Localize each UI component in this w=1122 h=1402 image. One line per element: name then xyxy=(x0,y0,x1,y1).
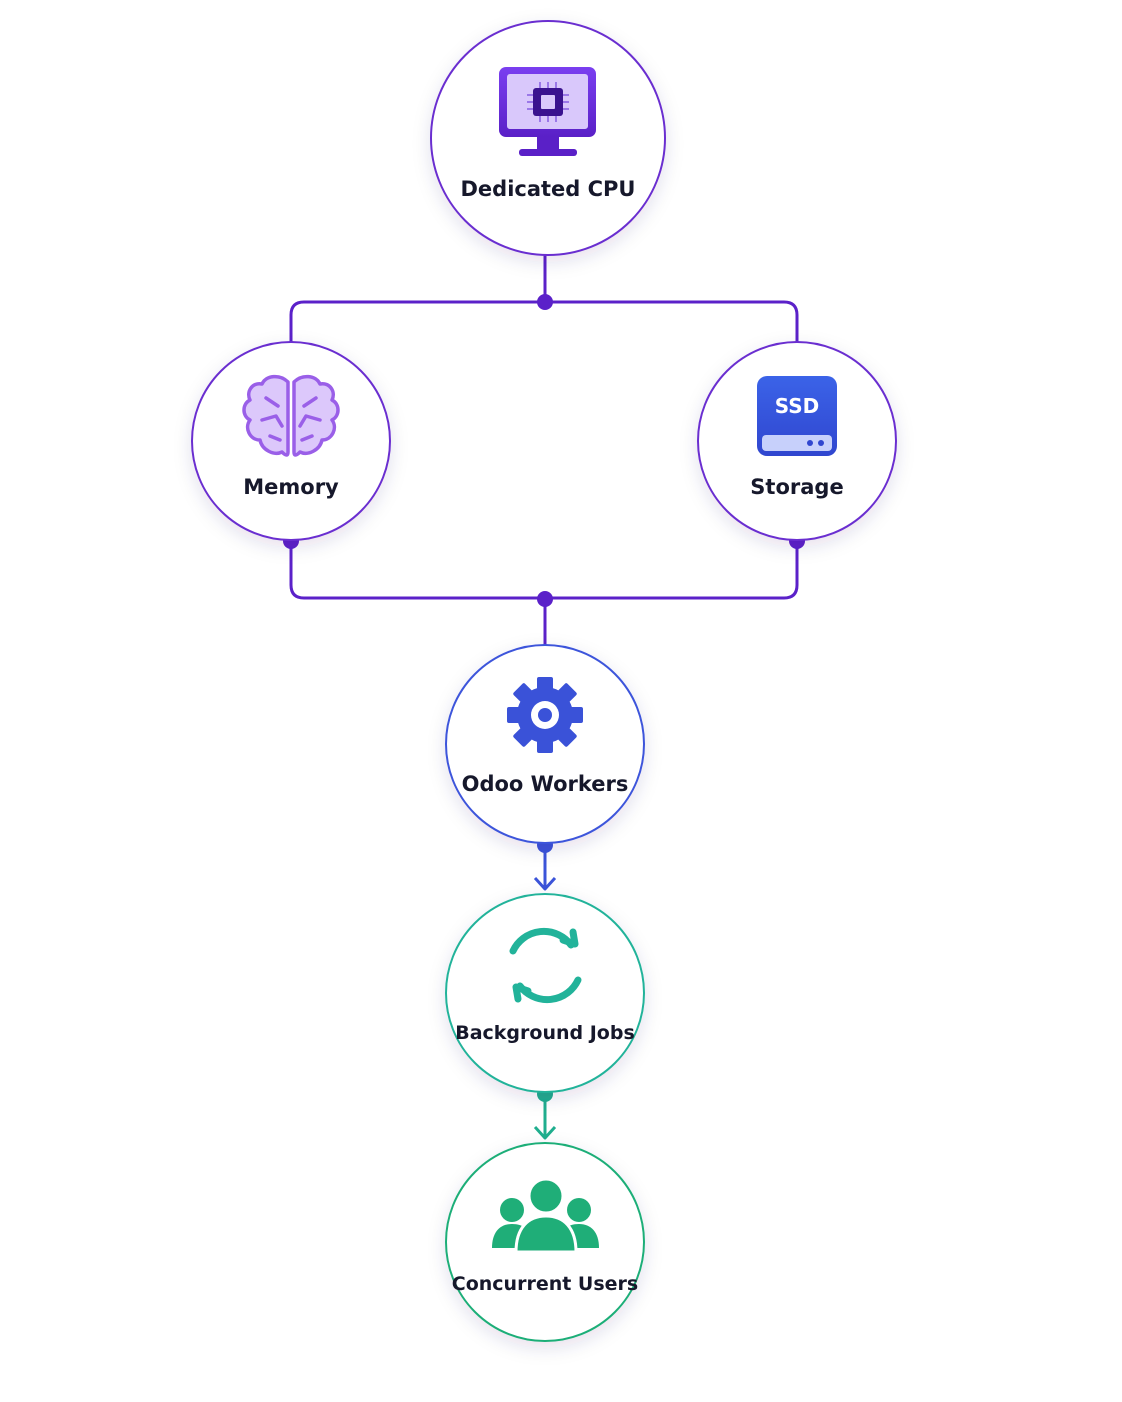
edge-memory-to-workers xyxy=(289,541,545,600)
junction-dot-merge xyxy=(537,591,553,607)
users-group-icon xyxy=(492,1177,599,1254)
node-odoo-workers: Odoo Workers xyxy=(445,644,645,844)
refresh-cycle-icon xyxy=(509,927,582,1004)
node-storage: SSD Storage xyxy=(697,341,897,541)
node-circle xyxy=(445,893,645,1093)
edge-cpu-to-storage xyxy=(545,300,799,342)
gear-icon xyxy=(507,677,583,753)
edge-cpu-to-memory xyxy=(289,300,545,342)
node-memory: Memory xyxy=(191,341,391,541)
arrowhead-jobs-to-users xyxy=(533,1125,557,1140)
ssd-drive-icon: SSD xyxy=(757,376,837,456)
node-label: Memory xyxy=(243,475,339,499)
node-label: Storage xyxy=(750,475,843,499)
brain-icon xyxy=(242,374,340,457)
node-concurrent-users: Concurrent Users xyxy=(445,1142,645,1342)
node-label: Background Jobs xyxy=(455,1022,635,1044)
arrowhead-workers-to-jobs xyxy=(533,876,557,891)
monitor-chip-icon xyxy=(499,67,596,156)
node-circle xyxy=(191,341,391,541)
junction-dot-top xyxy=(537,294,553,310)
node-label: Concurrent Users xyxy=(452,1273,638,1295)
node-dedicated-cpu: Dedicated CPU xyxy=(430,20,666,256)
ssd-icon-text: SSD xyxy=(775,394,820,418)
connectors xyxy=(283,255,805,1140)
node-label: Odoo Workers xyxy=(462,772,629,796)
node-label: Dedicated CPU xyxy=(460,177,635,201)
edge-storage-to-workers xyxy=(545,541,799,600)
node-background-jobs: Background Jobs xyxy=(445,893,645,1093)
